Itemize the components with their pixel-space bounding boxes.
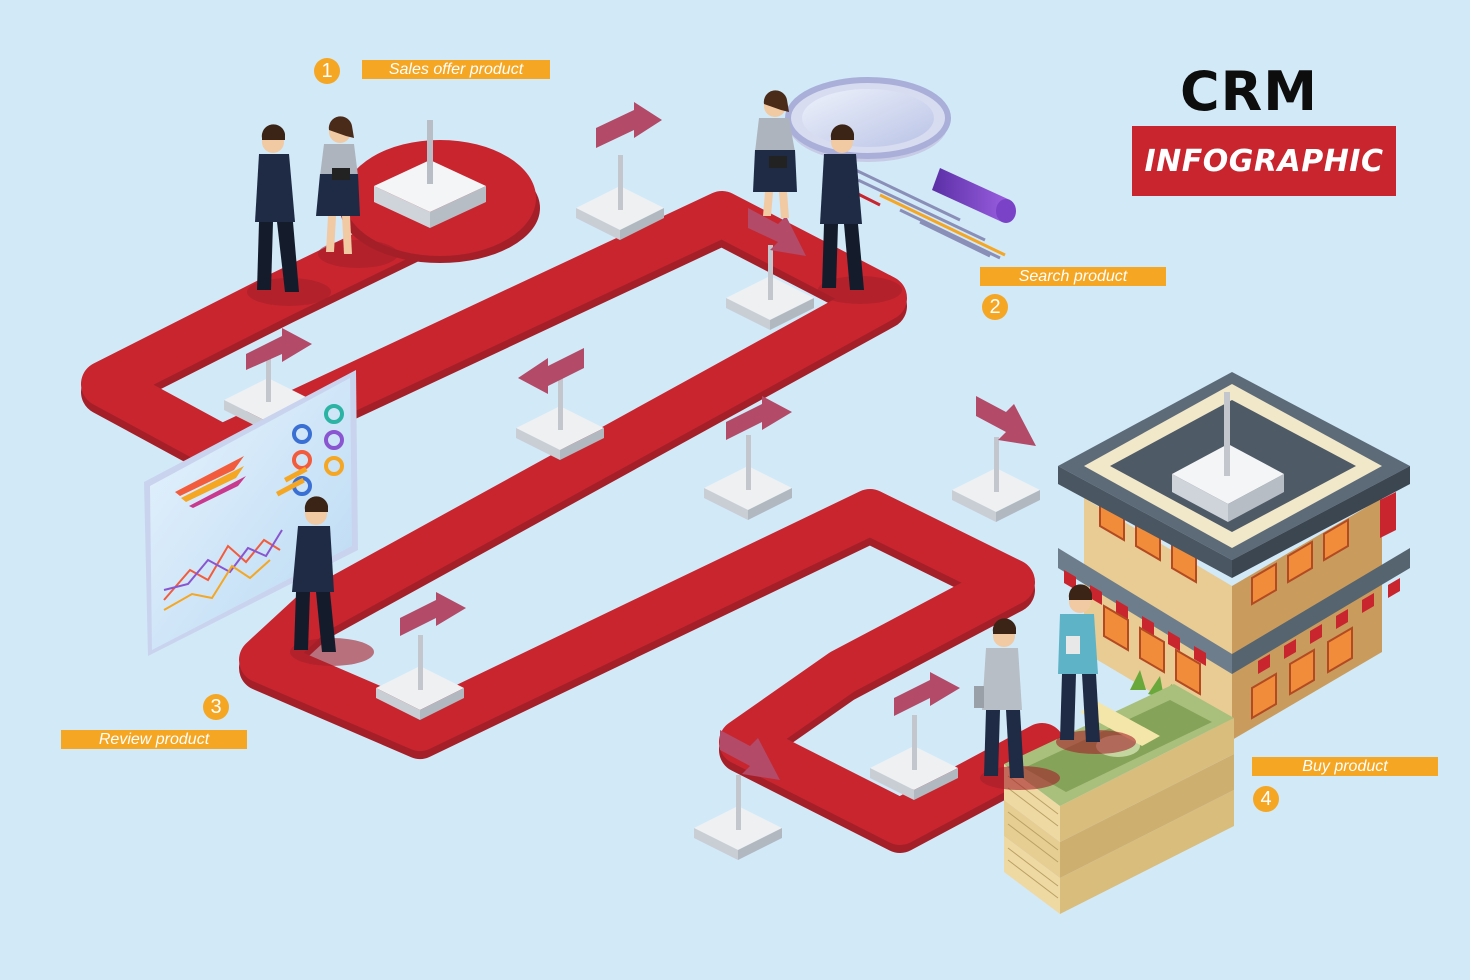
step-3-label: Review product — [61, 730, 247, 749]
crm-title: CRM — [1180, 60, 1318, 123]
data-lines — [844, 163, 1006, 260]
step-4-label: Buy product — [1252, 757, 1438, 776]
step-4-number: 4 — [1253, 786, 1279, 812]
awning-stripes — [1064, 570, 1400, 674]
arrow-sign-icon — [516, 348, 604, 460]
magnifier-icon — [785, 77, 1016, 260]
dashboard-screen-icon — [144, 370, 358, 656]
person-icon — [753, 90, 797, 218]
infographic-subtitle: INFOGRAPHIC — [1144, 143, 1384, 179]
arrow-sign-icon — [694, 730, 782, 860]
shop-building-icon — [1058, 372, 1410, 740]
arrow-sign-icon — [870, 672, 960, 800]
person-icon — [290, 496, 374, 666]
person-icon — [818, 124, 902, 304]
windows — [1099, 498, 1353, 720]
step-2-number: 2 — [982, 294, 1008, 320]
step-1-number: 1 — [314, 58, 340, 84]
step-2-label: Search product — [980, 267, 1166, 286]
person-icon — [316, 116, 398, 268]
arrow-sign-icon — [704, 396, 792, 520]
arrow-sign-icon — [952, 396, 1040, 522]
person-icon — [1056, 584, 1136, 754]
person-icon — [247, 124, 331, 306]
step-3-number: 3 — [203, 694, 229, 720]
arrow-sign-icon — [376, 592, 466, 720]
sign-start-pedestal — [374, 120, 486, 228]
infographic-title-box: INFOGRAPHIC — [1132, 126, 1396, 196]
arrow-sign-icon — [726, 208, 814, 330]
money-stack-icon — [1004, 684, 1234, 914]
step-1-label: Sales offer product — [362, 60, 550, 79]
road — [81, 187, 1065, 845]
arrow-sign-icon — [576, 102, 664, 240]
person-icon — [974, 618, 1060, 790]
